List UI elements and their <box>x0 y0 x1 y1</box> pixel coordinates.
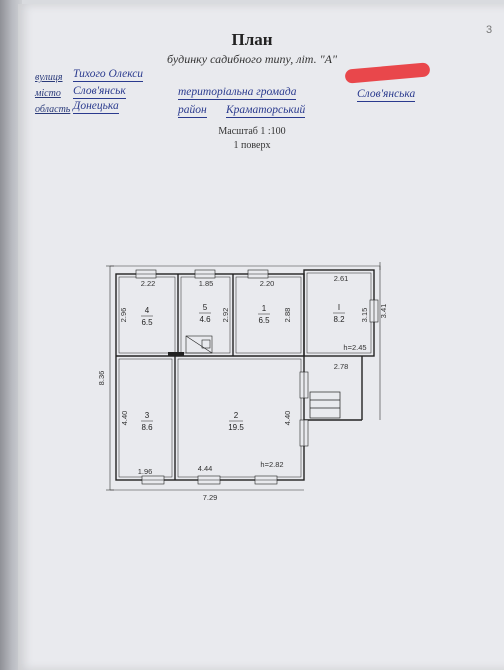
dim-r2-width: 4.44 <box>198 464 213 473</box>
region-label: область <box>35 104 71 115</box>
dim-total-height: 8.36 <box>97 371 106 386</box>
dim-ri-height: 3.15 <box>360 308 369 323</box>
dim-r5-height: 2.92 <box>221 308 230 323</box>
dim-r1-width: 2.20 <box>260 279 275 288</box>
dim-ri-outer: 3.41 <box>379 304 388 319</box>
city-label: місто <box>35 88 61 99</box>
windows <box>135 269 379 485</box>
room-5-area: 4.6 <box>199 315 211 324</box>
room-i-number: І <box>338 303 340 312</box>
room-labels: 4 6.5 5 4.6 1 6.5 І 8.2 3 8.6 2 19.5 <box>141 303 345 432</box>
inner-wall-lines <box>118 272 372 478</box>
dim-r2-height: 4.40 <box>283 411 292 426</box>
room-i-area: 8.2 <box>333 315 345 324</box>
dim-r4-width: 2.22 <box>141 279 156 288</box>
document-title: План <box>231 30 273 49</box>
room-3-number: 3 <box>145 411 150 420</box>
dim-total-width: 7.29 <box>203 493 218 502</box>
dim-r3-width: 1.96 <box>138 467 153 476</box>
dimension-labels: 2.22 2.96 1.85 2.92 2.20 2.88 2.61 3.15 … <box>97 274 388 502</box>
page-number-mark: 3 <box>486 24 493 36</box>
stove-fixture <box>185 335 213 354</box>
dim-r1-height: 2.88 <box>283 308 292 323</box>
room-2-area: 19.5 <box>228 423 244 432</box>
dimension-frame <box>106 262 381 491</box>
dim-main-ceiling: h=2.82 <box>260 460 283 469</box>
region-value: Донецька <box>73 100 119 114</box>
street-value: Тихого Олекси <box>73 68 144 82</box>
dim-r5-width: 1.85 <box>199 279 214 288</box>
street-label: вулиця <box>35 72 63 83</box>
room-2-number: 2 <box>234 411 239 420</box>
city-value: Слов'янськ <box>73 85 126 99</box>
dim-ri-ceiling: h=2.45 <box>343 343 366 352</box>
room-3-area: 8.6 <box>141 423 153 432</box>
community-value: Слов'янська <box>357 88 416 102</box>
room-4-area: 6.5 <box>141 318 153 327</box>
room-1-area: 6.5 <box>258 316 270 325</box>
room-4-number: 4 <box>145 306 150 315</box>
walls <box>115 269 375 481</box>
scale-block: Масштаб 1 :100 1 поверх <box>0 125 504 153</box>
porch-steps <box>309 391 341 419</box>
district-value: Краматорський <box>226 104 306 118</box>
room-1-number: 1 <box>262 304 267 313</box>
document-subtitle: будинку садибного типу, літ. "А" <box>166 52 338 66</box>
dim-ri-width: 2.61 <box>334 274 349 283</box>
dim-r3-height: 4.40 <box>120 411 129 426</box>
community-label: територіальна громада <box>178 86 297 100</box>
dim-ri-bottom: 2.78 <box>334 362 349 371</box>
door-marker <box>168 352 184 356</box>
floor-label: 1 поверх <box>233 140 271 151</box>
scale-label: Масштаб 1 :100 <box>218 126 286 137</box>
district-label: район <box>178 104 207 118</box>
document-sheet <box>18 4 504 670</box>
room-5-number: 5 <box>203 303 208 312</box>
binder-edge <box>0 0 22 670</box>
dim-r4-height: 2.96 <box>119 308 128 323</box>
